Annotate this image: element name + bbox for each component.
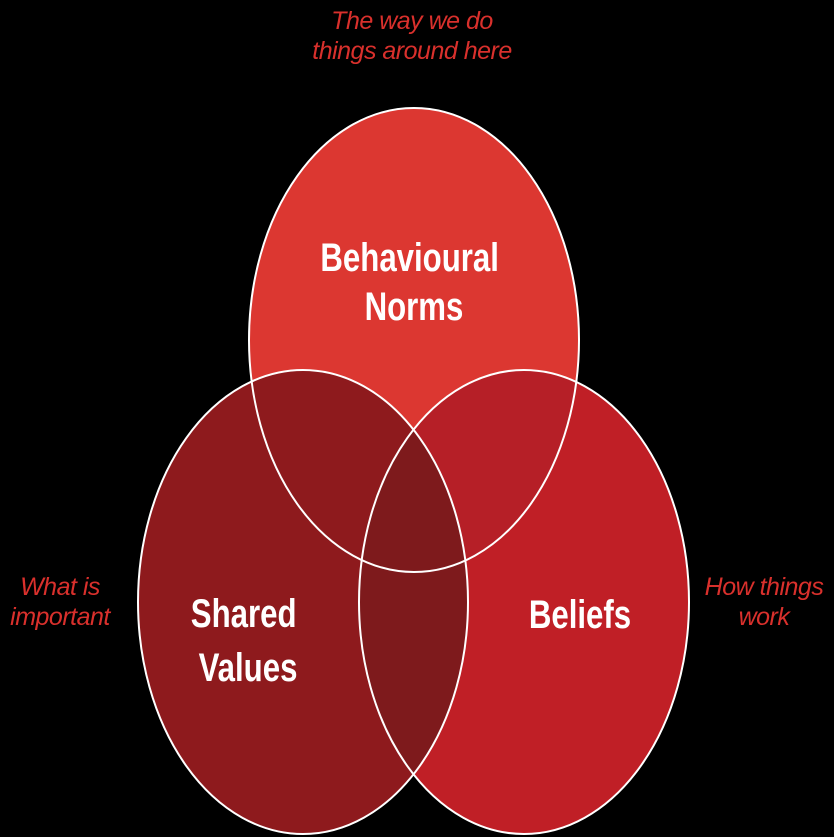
behavioural-norms-outline bbox=[248, 107, 580, 573]
behavioural-norms-caption-line-2: things around here bbox=[312, 37, 512, 65]
behavioural-norms-label: Behavioural Norms bbox=[320, 235, 507, 329]
shared-values-caption: What is important bbox=[0, 572, 120, 632]
shared-values-outline bbox=[137, 369, 469, 835]
beliefs-label-line-1: Beliefs bbox=[529, 592, 631, 637]
shared-values-caption-line-1: What is bbox=[20, 573, 100, 601]
behavioural-norms-caption-line-1: The way we do bbox=[331, 7, 493, 35]
beliefs-outline bbox=[358, 369, 690, 835]
behavioural-norms-label-line-2: Norms bbox=[365, 284, 464, 329]
behavioural-norms-label-line-1: Behavioural bbox=[320, 235, 499, 280]
beliefs-caption: How things work bbox=[694, 572, 834, 632]
shared-values-label: Shared Values bbox=[191, 591, 305, 690]
shared-values-label-line-1: Shared bbox=[191, 591, 297, 636]
shared-values-caption-line-2: important bbox=[10, 603, 110, 631]
beliefs-label: Beliefs bbox=[529, 592, 631, 637]
shared-values-label-line-2: Values bbox=[199, 645, 298, 690]
beliefs-caption-line-1: How things bbox=[704, 573, 824, 601]
behavioural-norms-caption: The way we do things around here bbox=[262, 6, 562, 66]
center-overlap bbox=[359, 370, 468, 572]
beliefs-caption-line-2: work bbox=[738, 603, 790, 631]
